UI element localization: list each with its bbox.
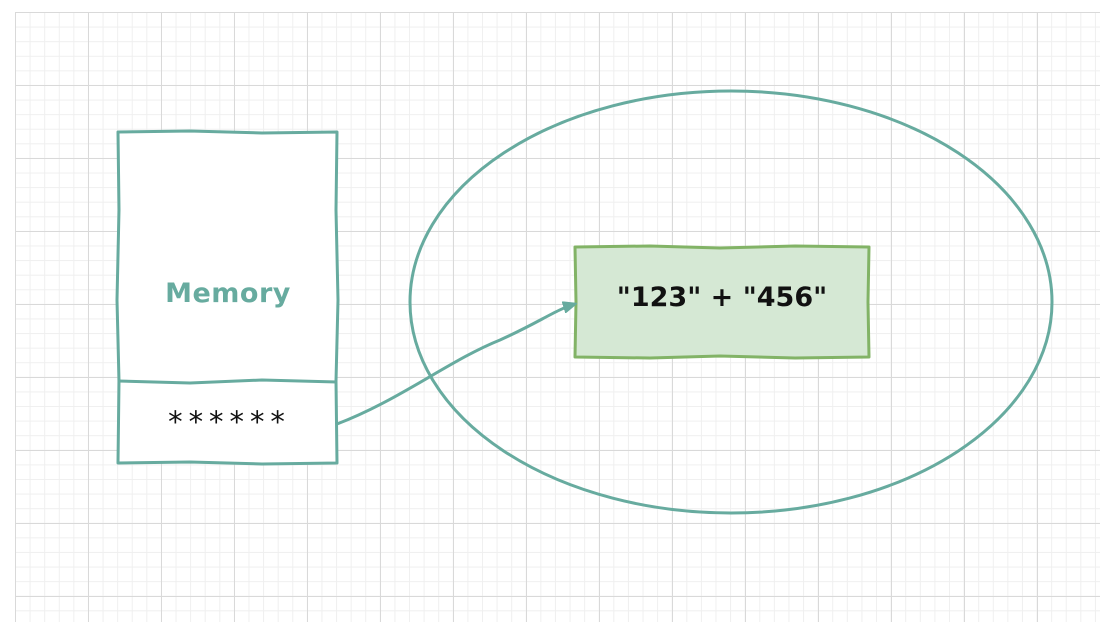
heap-ellipse[interactable] — [408, 89, 1054, 515]
memory-divider — [117, 378, 338, 385]
expression-box[interactable] — [573, 244, 871, 360]
background-grid — [15, 12, 1100, 622]
reference-arrow — [336, 304, 575, 426]
memory-label: Memory — [165, 278, 291, 309]
memory-value: ****** — [166, 405, 290, 439]
expression-text: "123" + "456" — [616, 282, 828, 313]
